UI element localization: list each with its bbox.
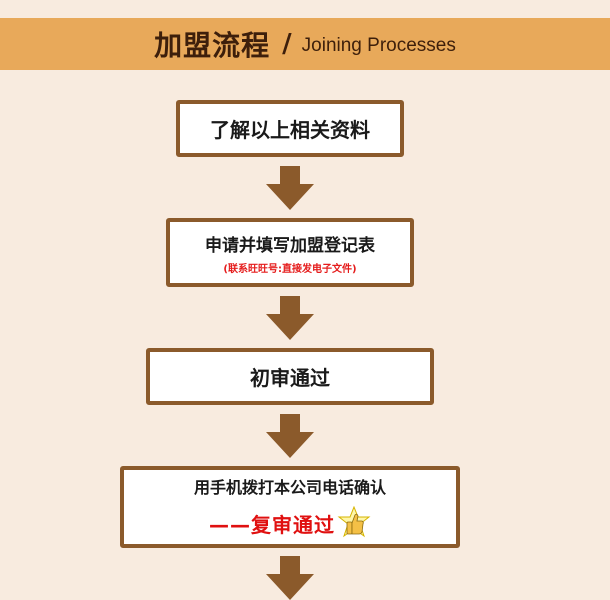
- step-3-label: 初审通过: [250, 366, 330, 390]
- down-arrow-icon: [266, 414, 314, 458]
- step-box-3: 初审通过: [146, 348, 434, 405]
- step-box-4: 用手机拨打本公司电话确认 ——复审通过: [120, 466, 460, 548]
- approve-row: ——复审通过: [209, 506, 371, 540]
- thumbs-up-icon: [337, 506, 371, 538]
- down-arrow-icon: [266, 556, 314, 600]
- step-2-label: 申请并填写加盟登记表: [205, 235, 375, 256]
- step-box-1: 了解以上相关资料: [176, 100, 404, 157]
- down-arrow-icon: [266, 166, 314, 210]
- step-4-label: 用手机拨打本公司电话确认: [193, 478, 386, 497]
- step-4-sub-label: ——复审通过: [209, 512, 335, 537]
- step-1-label: 了解以上相关资料: [210, 118, 370, 142]
- down-arrow-icon: [266, 296, 314, 340]
- section-header: 加盟流程 / Joining Processes: [0, 18, 610, 70]
- header-title: 加盟流程: [154, 29, 271, 62]
- step-2-note: (联系旺旺号:直接发电子文件): [223, 263, 357, 275]
- step-box-2: 申请并填写加盟登记表 (联系旺旺号:直接发电子文件): [166, 218, 414, 287]
- header-subtitle: Joining Processes: [301, 35, 456, 56]
- header-slash: /: [282, 29, 292, 59]
